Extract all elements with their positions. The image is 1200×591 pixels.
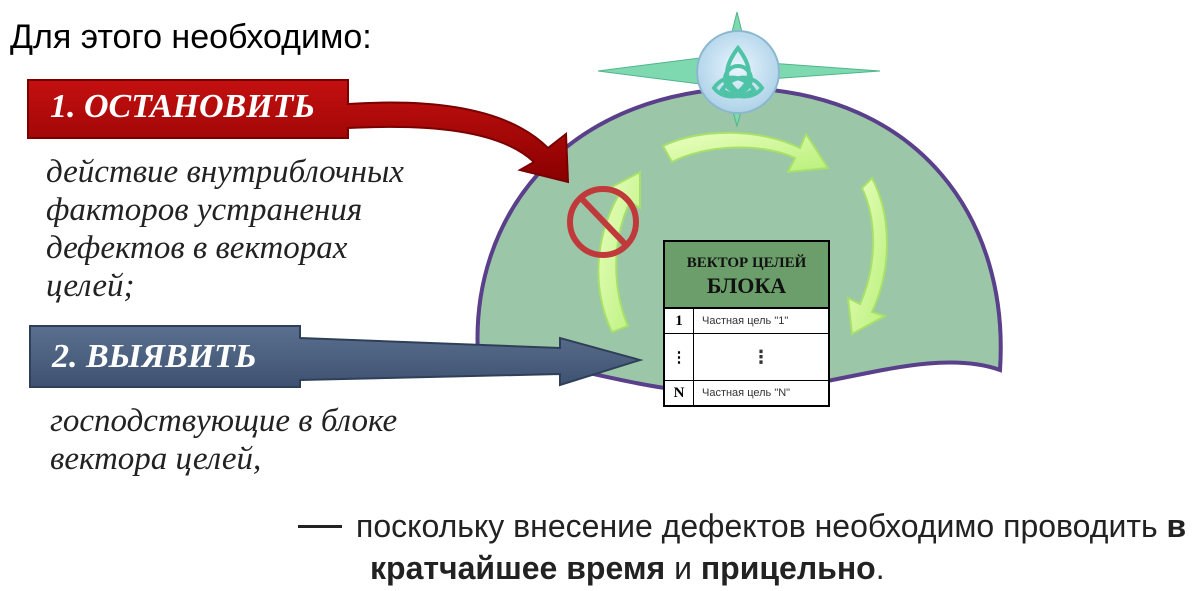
- goal-table-subtitle: БЛОКА: [706, 273, 787, 298]
- goal-row-text: ⋮: [752, 346, 770, 367]
- step1-line: дефектов в векторах: [46, 230, 348, 266]
- conclusion-bold-shortest-time: кратчайшее время: [370, 550, 666, 586]
- goal-table-title: ВЕКТОР ЦЕЛЕЙ: [686, 255, 807, 271]
- goal-row-number: ⋮: [665, 334, 694, 380]
- step2-label: 2. ВЫЯВИТЬ: [52, 338, 257, 375]
- goal-table-row: N Частная цель "N": [665, 380, 828, 405]
- intro-text: Для этого необходимо:: [10, 18, 372, 56]
- conclusion-part2: и: [665, 550, 701, 586]
- step1-description: действие внутриблочных факторов устранен…: [46, 153, 446, 305]
- goal-table-row: ⋮ ⋮: [665, 333, 828, 380]
- goal-row-text: Частная цель "N": [702, 387, 791, 399]
- step1-line: действие внутриблочных: [46, 154, 404, 190]
- goal-row-number: 1: [665, 309, 694, 333]
- goal-vector-table: ВЕКТОР ЦЕЛЕЙ БЛОКА 1 Частная цель "1" ⋮ …: [663, 240, 830, 407]
- stop-arrow: [27, 79, 570, 184]
- dash-mark: [298, 525, 342, 529]
- goal-row-text: Частная цель "1": [702, 315, 789, 327]
- conclusion-part1: поскольку внесение дефектов необходимо п…: [356, 508, 1167, 544]
- goal-row-number: N: [665, 381, 694, 405]
- step1-line: целей;: [46, 268, 135, 304]
- conclusion-text: поскольку внесение дефектов необходимо п…: [298, 505, 1198, 589]
- prohibition-icon: [567, 186, 639, 258]
- step2-description: господствующие в блоке вектора целей,: [50, 402, 470, 478]
- conclusion-bold-in: в: [1166, 508, 1187, 544]
- step1-label: 1. ОСТАНОВИТЬ: [50, 88, 315, 125]
- step1-line: факторов устранения: [46, 192, 363, 228]
- step2-line: господствующие в блоке: [50, 403, 398, 439]
- goal-table-header: ВЕКТОР ЦЕЛЕЙ БЛОКА: [665, 242, 828, 308]
- conclusion-part3: .: [875, 550, 885, 586]
- goal-table-row: 1 Частная цель "1": [665, 308, 828, 333]
- conclusion-bold-precisely: прицельно: [700, 550, 876, 586]
- triquetra-icon: [711, 44, 765, 99]
- cycle-arrows: [597, 131, 888, 336]
- step2-line: вектора целей,: [50, 441, 262, 477]
- identify-arrow: [29, 325, 644, 388]
